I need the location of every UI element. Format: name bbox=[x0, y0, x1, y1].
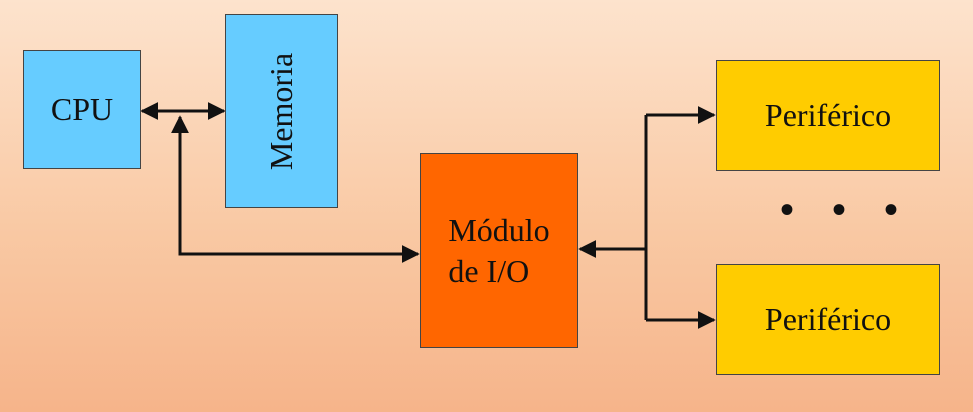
io-module-label-line1: Módulo bbox=[448, 211, 550, 248]
io-module-label-line2: de I/O bbox=[448, 252, 530, 289]
peripheral-box-1: Periférico bbox=[716, 60, 940, 171]
peripheral-2-label: Periférico bbox=[764, 301, 892, 337]
peripheral-box-2: Periférico bbox=[716, 264, 940, 375]
io-module-box: Módulo de I/O bbox=[420, 153, 578, 348]
ellipsis: • • • bbox=[780, 187, 913, 232]
memory-box: Memoria bbox=[225, 14, 338, 208]
cpu-box: CPU bbox=[23, 50, 141, 169]
bus-to-io-arrow bbox=[171, 115, 420, 263]
peripheral-1-label: Periférico bbox=[764, 97, 892, 133]
memory-label: Memoria bbox=[263, 52, 300, 170]
cpu-label: CPU bbox=[50, 91, 114, 127]
